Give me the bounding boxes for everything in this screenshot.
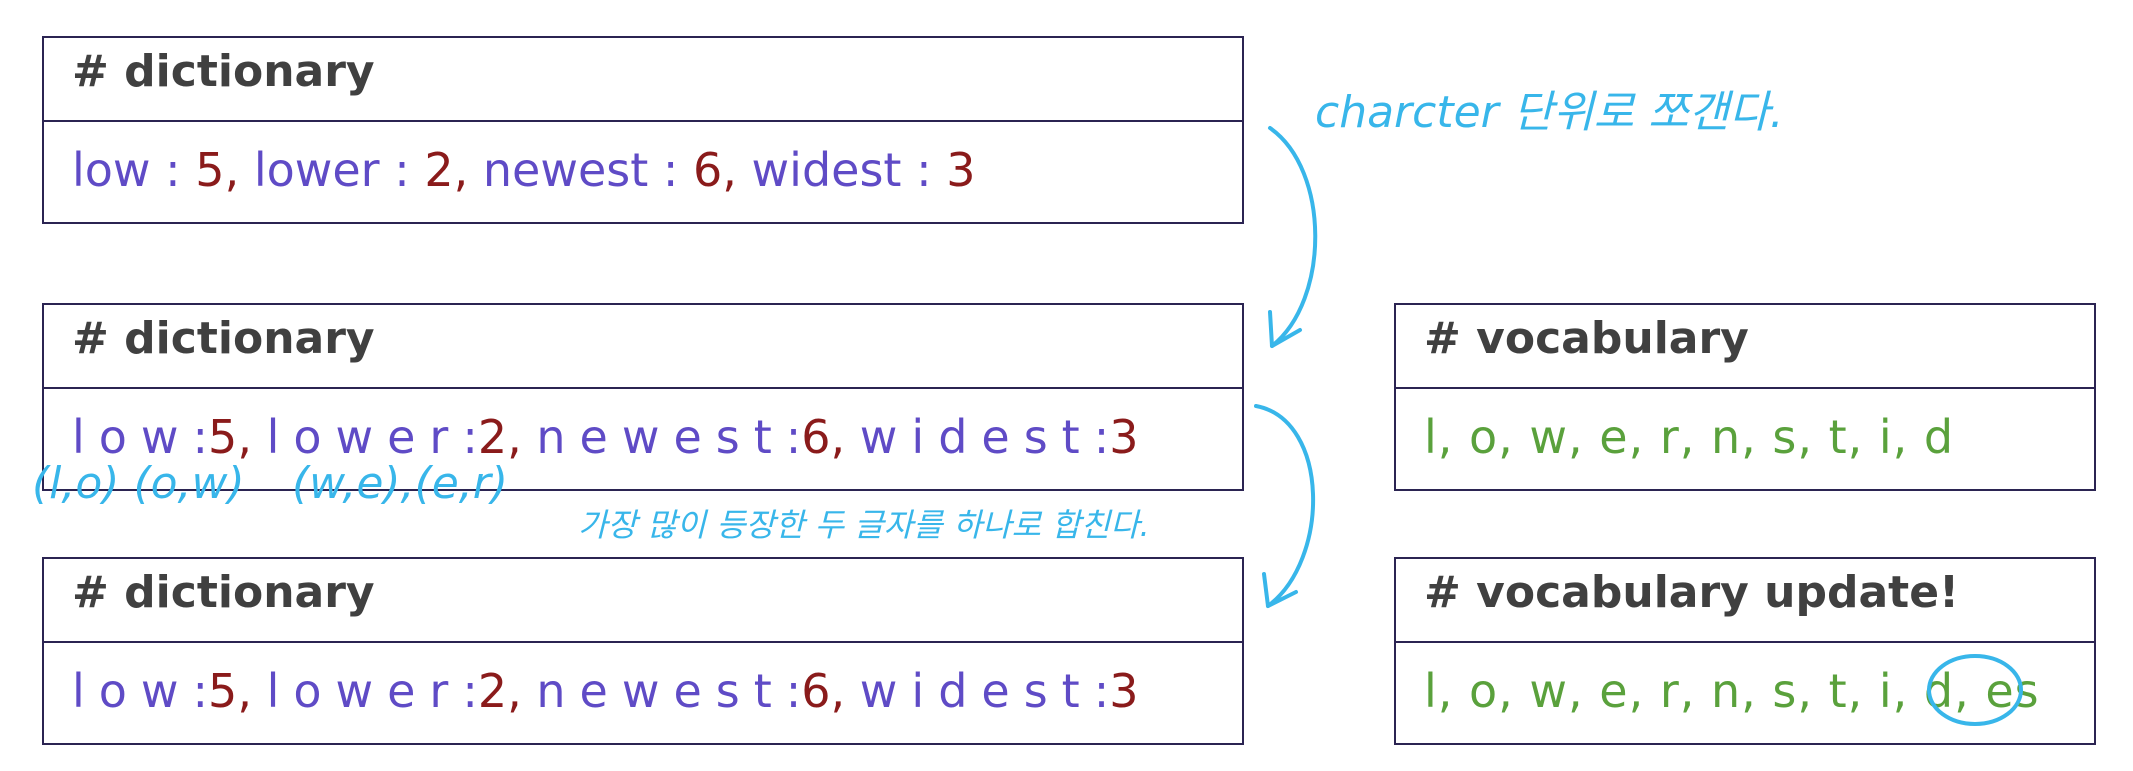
merge-annotation: 가장 많이 등장한 두 글자를 하나로 합친다. xyxy=(578,506,1150,544)
dictionary-entries: low:5, lower:2, newest:6, widest:3 xyxy=(72,410,1139,464)
entry-word: lower xyxy=(253,143,380,197)
split-annotation: charcter 단위로 쪼갠다. xyxy=(1315,87,1784,138)
entry-word: newest xyxy=(536,410,786,464)
entry-word: lower xyxy=(266,410,463,464)
split-arrow-head xyxy=(1268,310,1302,348)
entry-count: 2 xyxy=(477,410,508,464)
merge-arrow-head xyxy=(1262,572,1298,608)
entry-count: 2 xyxy=(424,143,454,197)
dictionary-title: # dictionary xyxy=(44,559,1242,643)
dictionary-entries: low:5, lower:2, newest:6, widest:3 xyxy=(72,664,1139,718)
entry-count: 3 xyxy=(1109,410,1139,464)
dictionary-title: # dictionary xyxy=(44,305,1242,389)
dictionary-box-merged: # dictionary low:5, lower:2, newest:6, w… xyxy=(42,557,1244,745)
dictionary-box-split: # dictionary low:5, lower:2, newest:6, w… xyxy=(42,303,1244,491)
pair-annotation-low: (l,o) (o,w) xyxy=(32,458,245,509)
entry-count: 6 xyxy=(801,664,831,718)
entry-word: widest xyxy=(751,143,902,197)
vocabulary-existing-items: l, o, w, e, r, n, s, t, i, d, xyxy=(1424,664,1970,718)
vocabulary-update-box: # vocabulary update! l, o, w, e, r, n, s… xyxy=(1394,557,2096,745)
entry-count: 3 xyxy=(1109,664,1139,718)
vocabulary-box: # vocabulary l, o, w, e, r, n, s, t, i, … xyxy=(1394,303,2096,491)
entry-word: widest xyxy=(859,664,1094,718)
entry-count: 5 xyxy=(208,664,238,718)
entry-word: lower xyxy=(266,664,463,718)
entry-word: newest xyxy=(482,143,649,197)
dictionary-box-original: # dictionary low : 5, lower : 2, newest … xyxy=(42,36,1244,224)
entry-word: low xyxy=(72,664,193,718)
dictionary-entries: low : 5, lower : 2, newest : 6, widest :… xyxy=(72,143,976,197)
split-arrow xyxy=(1268,126,1318,348)
entry-count: 5 xyxy=(208,410,238,464)
entry-count: 3 xyxy=(946,143,976,197)
vocabulary-update-items: l, o, w, e, r, n, s, t, i, d, es xyxy=(1396,643,2094,739)
entry-word: low xyxy=(72,143,151,197)
entry-count: 6 xyxy=(801,410,831,464)
entry-count: 2 xyxy=(477,664,508,718)
vocabulary-update-title: # vocabulary update! xyxy=(1396,559,2094,643)
dictionary-title: # dictionary xyxy=(44,38,1242,122)
entry-count: 6 xyxy=(693,143,723,197)
vocabulary-items: l, o, w, e, r, n, s, t, i, d xyxy=(1424,410,1955,464)
pair-annotation-lower: (w,e),(e,r) xyxy=(292,458,509,509)
entry-count: 5 xyxy=(195,143,225,197)
new-item-circle xyxy=(1927,654,2023,726)
entry-word: widest xyxy=(859,410,1094,464)
merge-arrow xyxy=(1254,404,1315,608)
entry-word: newest xyxy=(536,664,786,718)
entry-word: low xyxy=(72,410,193,464)
vocabulary-title: # vocabulary xyxy=(1396,305,2094,389)
